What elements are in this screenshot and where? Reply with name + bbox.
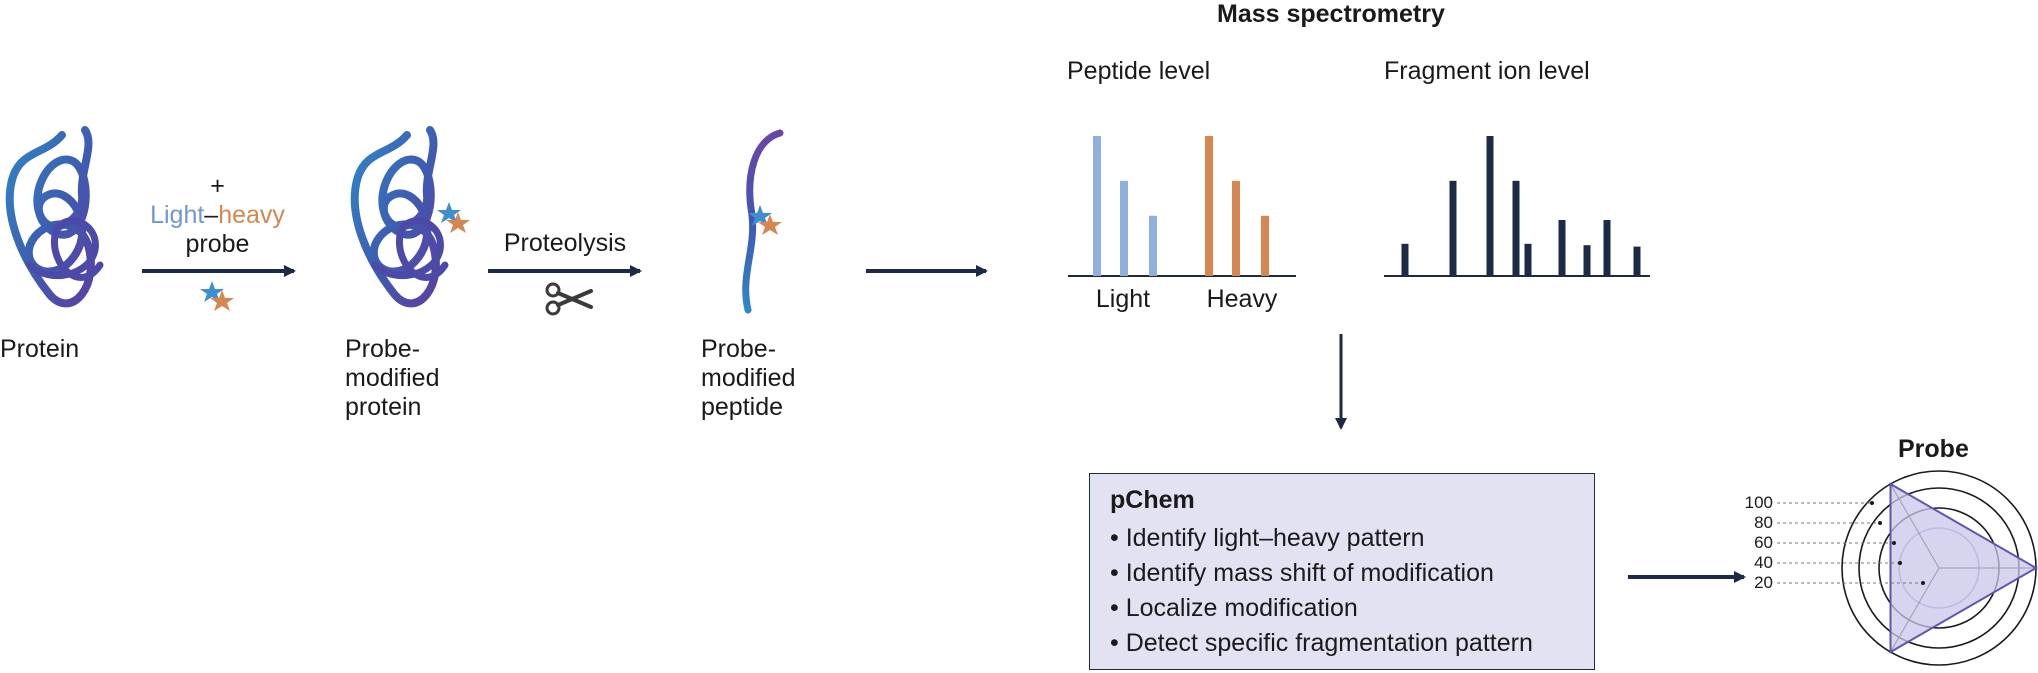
radar-tick-dot [1878, 521, 1882, 525]
fragment-bar [1524, 243, 1532, 276]
modified-protein-illustration [350, 126, 470, 308]
fragment-bar [1401, 243, 1409, 276]
light-heavy-label: Light–heavy [120, 201, 315, 230]
light-bar [1120, 180, 1128, 276]
radar-tick-dot [1870, 501, 1874, 505]
heavy-bar [1205, 136, 1213, 276]
light-star-icon [748, 205, 772, 226]
radar-tick-label: 100 [1744, 493, 1773, 512]
peptide-level-chart [1068, 136, 1296, 277]
radar-tick-label: 40 [1754, 553, 1773, 572]
radar-tick-label: 20 [1754, 573, 1773, 592]
radar-tick-dot [1892, 541, 1896, 545]
plus-sign: + [210, 172, 225, 200]
protein-label: Protein [0, 335, 80, 363]
radar-tick-dot [1921, 581, 1925, 585]
fragment-level-chart [1384, 136, 1650, 277]
probe-radar-chart [1777, 470, 2038, 666]
fragment-bar [1486, 136, 1494, 276]
mass-spec-title: Mass spectrometry [1217, 0, 1445, 28]
heavy-bar [1232, 180, 1240, 276]
fragment-bar [1558, 220, 1566, 276]
fragment-bar [1583, 245, 1591, 276]
radar-tick-label: 80 [1754, 513, 1773, 532]
radar-tick-dot [1898, 561, 1902, 565]
heavy-star-icon [758, 214, 782, 235]
reagent-label: + Light–heavy probe [120, 172, 315, 259]
light-bar [1149, 215, 1157, 276]
light-star-icon [437, 202, 461, 223]
heavy-axis-label: Heavy [1206, 285, 1278, 313]
pchem-item: • Identify mass shift of modification [1110, 559, 1494, 587]
probe-word: probe [185, 230, 250, 258]
peptide-level-title: Peptide level [1067, 57, 1211, 85]
dash: – [204, 201, 219, 229]
heavy-word: heavy [218, 201, 285, 229]
light-word: Light [150, 201, 205, 229]
fragment-bar [1633, 246, 1641, 276]
protein-illustration [5, 126, 104, 308]
modified-protein-label: Probe- modified protein [345, 335, 440, 421]
pchem-box: pChem • Identify light–heavy pattern • I… [1089, 473, 1595, 670]
heavy-bar [1261, 215, 1269, 276]
light-axis-label: Light [1095, 285, 1151, 313]
pchem-title: pChem [1110, 486, 1195, 514]
fragment-bar [1512, 180, 1520, 276]
probe-stars-icon [200, 281, 234, 311]
radar-tick-label: 60 [1754, 533, 1773, 552]
pchem-item: • Identify light–heavy pattern [1110, 524, 1425, 552]
pchem-item: • Localize modification [1110, 594, 1358, 622]
fragment-bar [1449, 180, 1457, 276]
light-bar [1093, 136, 1101, 276]
radar-area [1889, 482, 2038, 654]
proteolysis-label: Proteolysis [503, 229, 627, 257]
modified-peptide-illustration [742, 129, 784, 314]
radar-title: Probe [1898, 435, 1969, 463]
scissors-icon [545, 282, 593, 316]
modified-peptide-label: Probe- modified peptide [701, 335, 796, 421]
pchem-item: • Detect specific fragmentation pattern [1110, 629, 1533, 657]
heavy-star-icon [446, 212, 470, 233]
fragment-bar [1603, 220, 1611, 276]
fragment-level-title: Fragment ion level [1384, 57, 1590, 85]
